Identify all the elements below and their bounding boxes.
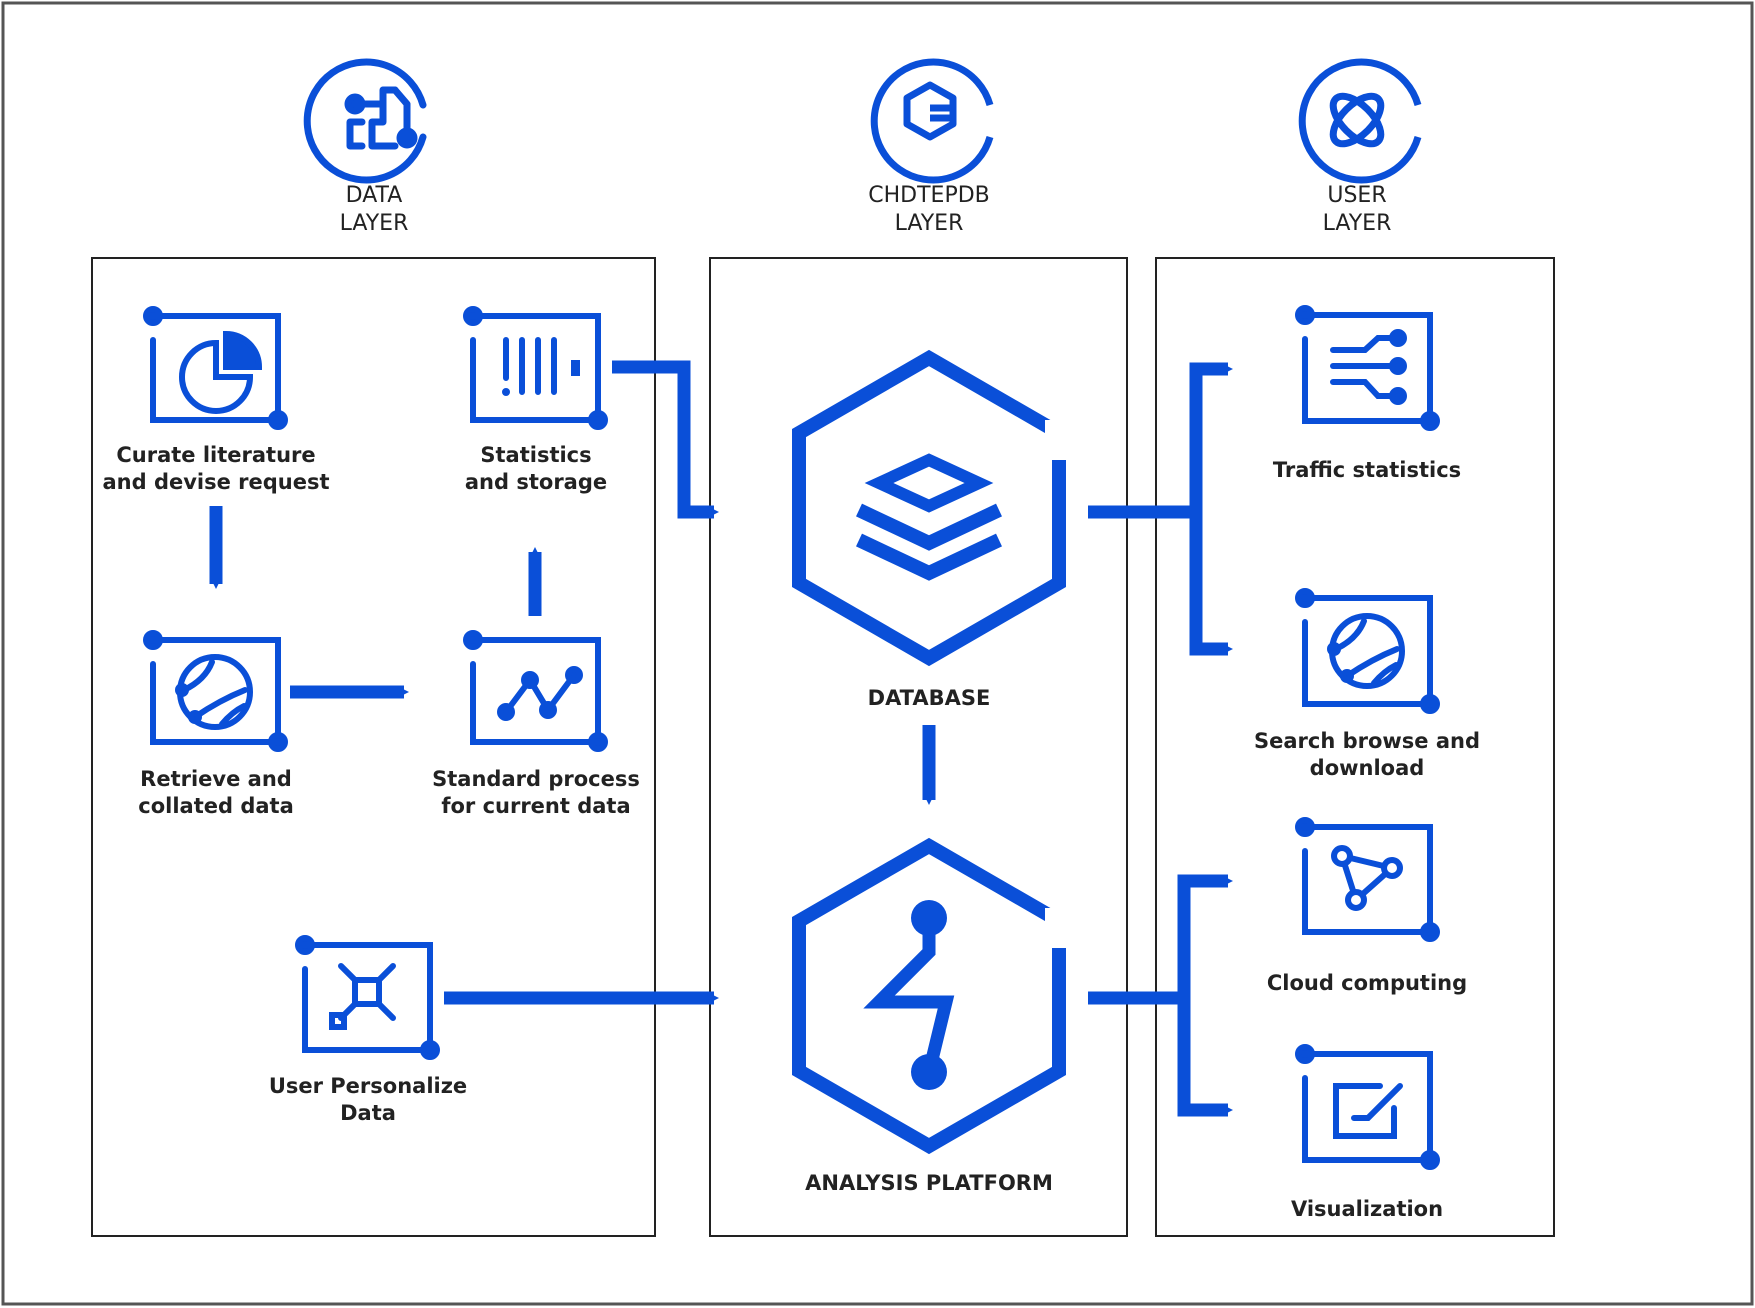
user-layer-header-icon <box>1298 58 1422 184</box>
user-layer-title-line2: LAYER <box>1322 211 1392 236</box>
data-flow-arrows <box>209 360 1233 1117</box>
network-node-icon <box>295 935 440 1060</box>
arrow-analysis-to-cloud <box>1088 874 1233 1005</box>
db-layer-title-line1: CHDTEPDB <box>868 183 990 208</box>
personal-label-line1: User Personalize <box>268 1074 468 1098</box>
arrow-analysis-to-visual <box>1150 991 1233 1117</box>
arrow-database-to-search <box>1160 505 1233 656</box>
lightning-hexagon-icon <box>792 837 1075 1155</box>
data-layer-header-icon <box>303 58 427 184</box>
stats-label: Statistics and storage <box>465 442 607 496</box>
curate-label: Curate literature and devise request <box>102 442 329 496</box>
circuit-icon <box>1295 305 1440 431</box>
search-label: Search browse and download <box>1254 728 1480 782</box>
search-label-line1: Search browse and <box>1253 729 1481 753</box>
arrow-database-to-traffic <box>1088 362 1233 519</box>
user-layer-title-line1: USER <box>1327 183 1387 208</box>
pie-chart-icon <box>143 306 288 430</box>
personal-label: User Personalize Data <box>269 1073 467 1127</box>
data-layer-title-line2: LAYER <box>339 211 409 236</box>
cloud-label: Cloud computing <box>1267 970 1467 997</box>
globe-icon <box>143 630 288 752</box>
share-nodes-icon <box>1295 817 1440 942</box>
traffic-label-line1: Traffic statistics <box>1272 458 1462 482</box>
stats-label-line2: and storage <box>464 470 608 494</box>
line-chart-icon <box>463 630 608 752</box>
standard-label-line1: Standard process <box>432 767 640 791</box>
traffic-label: Traffic statistics <box>1273 457 1461 484</box>
db-layer-header-icon <box>870 58 994 184</box>
data-layer-title: DATA LAYER <box>340 182 409 238</box>
user-layer-title: USER LAYER <box>1323 182 1392 238</box>
analysis-label: ANALYSIS PLATFORM <box>805 1171 1053 1195</box>
db-layer-panel <box>709 257 1128 1237</box>
personal-label-line2: Data <box>340 1101 396 1125</box>
arrow-stats-to-database <box>612 360 719 519</box>
data-layer-title-line1: DATA <box>345 183 403 208</box>
layers-hexagon-icon <box>792 349 1075 667</box>
curate-label-line1: Curate literature <box>116 443 316 467</box>
visual-label-line1: Visualization <box>1290 1197 1444 1221</box>
globe-icon <box>1295 588 1440 714</box>
data-layer-panel <box>91 257 656 1237</box>
retrieve-label-line1: Retrieve and <box>140 767 292 791</box>
edit-check-icon <box>1295 1044 1440 1170</box>
standard-label-line2: for current data <box>441 794 631 818</box>
standard-label: Standard process for current data <box>432 766 640 820</box>
db-layer-title-line2: LAYER <box>894 211 964 236</box>
curate-label-line2: and devise request <box>102 470 330 494</box>
user-layer-panel <box>1155 257 1555 1237</box>
retrieve-label: Retrieve and collated data <box>138 766 293 820</box>
cloud-label-line1: Cloud computing <box>1266 971 1468 995</box>
search-label-line2: download <box>1309 756 1425 780</box>
database-label: DATABASE <box>867 686 991 710</box>
bar-storage-icon <box>463 306 608 430</box>
stats-label-line1: Statistics <box>480 443 592 467</box>
visual-label: Visualization <box>1291 1196 1443 1223</box>
retrieve-label-line2: collated data <box>138 794 294 818</box>
db-layer-title: CHDTEPDB LAYER <box>868 182 989 238</box>
